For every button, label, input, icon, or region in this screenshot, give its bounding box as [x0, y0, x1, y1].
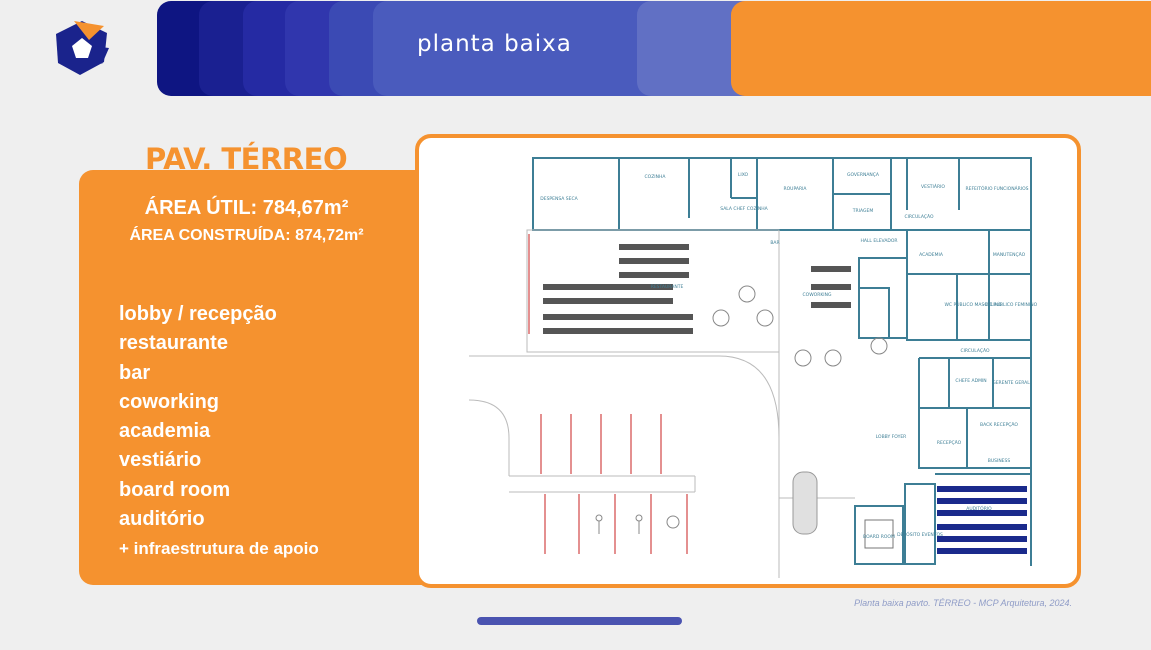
room-label: WC PÚBLICO MASCULINO: [944, 301, 1002, 308]
room-label: AUDITÓRIO: [966, 505, 992, 512]
feature-list: lobby / recepção restaurante bar coworki…: [119, 300, 319, 564]
room-label: ACADEMIA: [919, 252, 944, 258]
feature-item: bar: [119, 361, 151, 384]
room-label: LIXO: [738, 172, 749, 178]
room-label: CHEFE ADMIN: [955, 378, 986, 384]
room-label: DESPENSA SECA: [540, 196, 578, 202]
room-label: HALL ELEVADOR: [860, 238, 897, 244]
room-label: RECEPÇÃO: [937, 439, 962, 446]
room-label: MANUTENÇÃO: [993, 251, 1026, 258]
room-label: VESTIÁRIO: [921, 183, 945, 190]
room-label: SALA CHEF COZINHA: [720, 206, 768, 212]
feature-item: + infraestrutura de apoio: [119, 539, 319, 559]
feature-item: board room: [119, 478, 231, 501]
page-title: planta baixa: [417, 31, 572, 57]
info-panel: ÁREA ÚTIL: 784,67m² ÁREA CONSTRUÍDA: 874…: [79, 170, 424, 585]
room-label: BUSINESS: [988, 458, 1011, 464]
room-label: WC PÚBLICO FEMININO: [985, 301, 1038, 308]
room-label: ROUPARIA: [784, 186, 808, 192]
figure-caption: Planta baixa pavto. TÉRREO - MCP Arquite…: [854, 598, 1072, 608]
feature-item: academia: [119, 420, 211, 443]
room-label: GOVERNANÇA: [847, 172, 880, 178]
room-label: REFEITÓRIO FUNCIONÁRIOS: [965, 185, 1028, 192]
feature-item: auditório: [119, 508, 205, 531]
company-logo: [52, 18, 112, 78]
feature-item: restaurante: [119, 332, 228, 355]
room-label: COZINHA: [645, 174, 667, 180]
feature-item: lobby / recepção: [119, 303, 277, 325]
room-label: RESTAURANTE: [651, 284, 684, 290]
built-area: ÁREA CONSTRUÍDA: 874,72m²: [129, 227, 364, 244]
feature-item: coworking: [119, 390, 220, 413]
room-label: GERENTE GERAL: [992, 380, 1030, 386]
room-label: DEPÓSITO EVENTOS: [897, 531, 943, 538]
header-banner: planta baixa: [157, 1, 1151, 96]
room-label: BAR: [770, 240, 779, 246]
room-label: CIRCULAÇÃO: [960, 347, 990, 354]
floor-plan: DESPENSA SECA COZINHA LIXO ROUPARIA GOVE…: [415, 134, 1081, 588]
room-label: BOARD ROOM: [863, 534, 895, 540]
usable-area: ÁREA ÚTIL: 784,67m²: [144, 197, 349, 219]
room-label: COWORKING: [803, 292, 832, 298]
room-label: LOBBY FOYER: [876, 434, 907, 440]
room-label: TRIAGEM: [852, 208, 874, 214]
scroll-indicator[interactable]: [477, 617, 682, 625]
room-label: CIRCULAÇÃO: [904, 213, 934, 220]
feature-item: vestiário: [119, 449, 202, 472]
room-label: BACK RECEPÇÃO: [980, 421, 1018, 428]
